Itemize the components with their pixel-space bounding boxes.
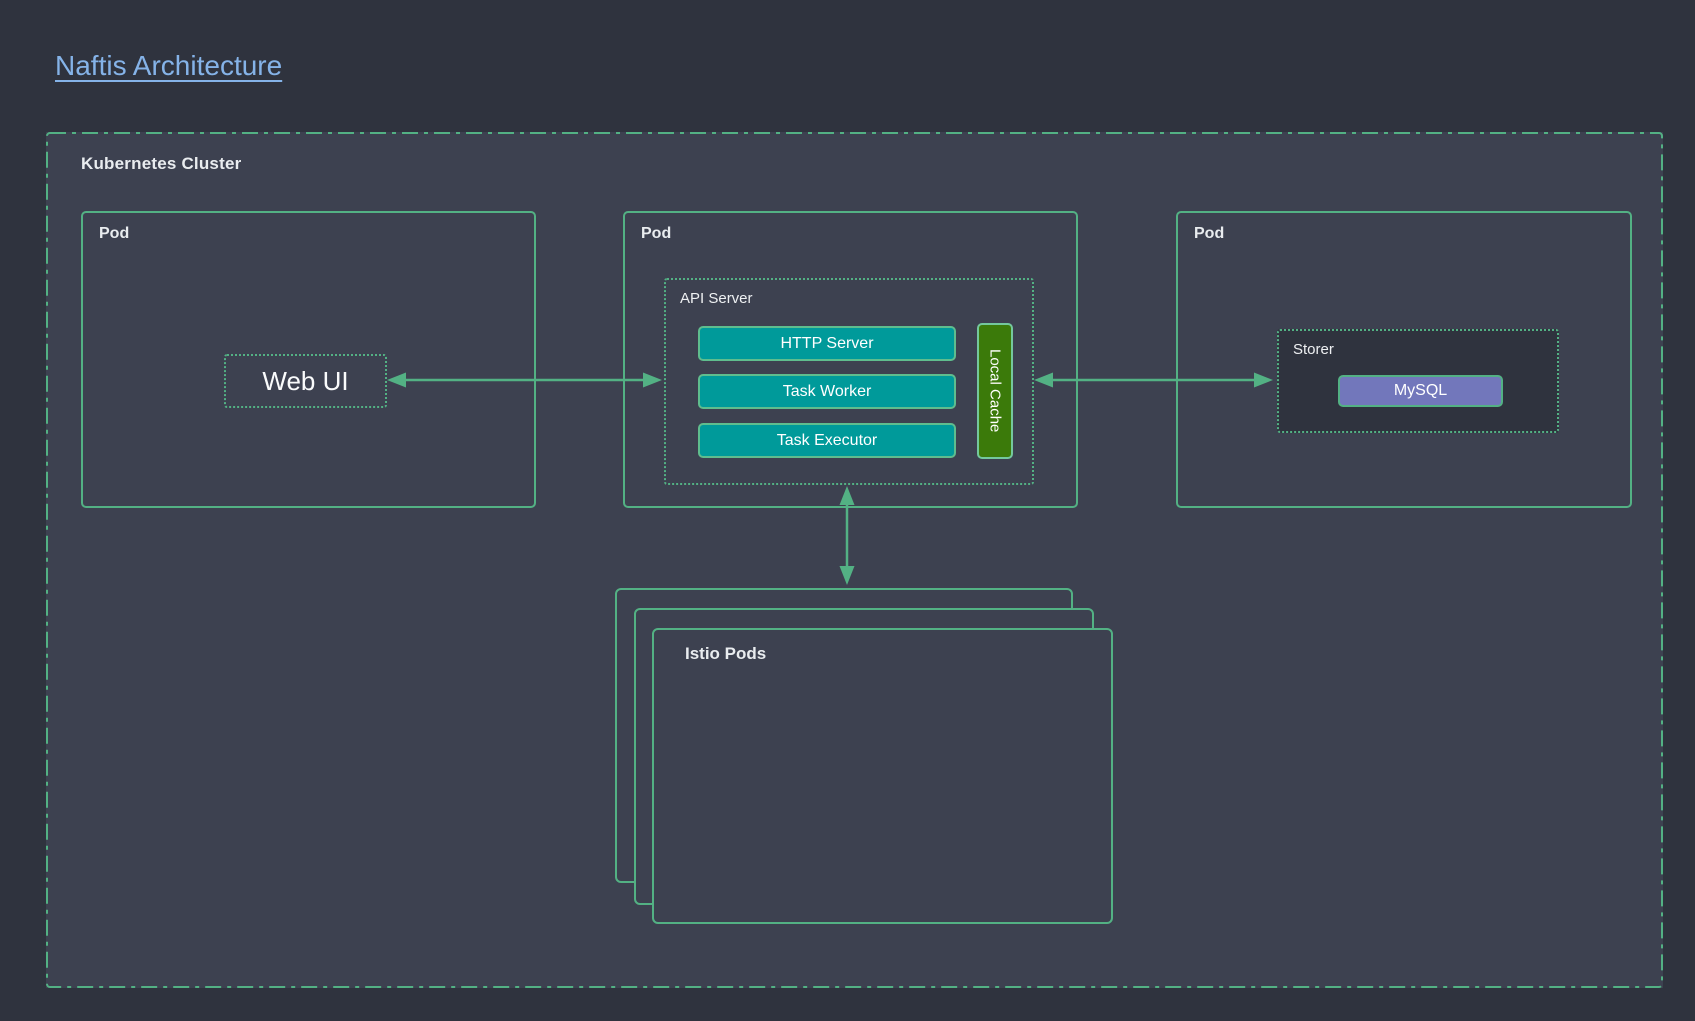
- mysql-node: MySQL: [1338, 375, 1503, 407]
- kubernetes-cluster-box: Kubernetes Cluster Pod Web UI Pod API Se…: [46, 132, 1663, 988]
- storer-label: Storer: [1293, 341, 1334, 358]
- task-executor-node: Task Executor: [698, 423, 956, 458]
- http-server-node: HTTP Server: [698, 326, 956, 361]
- cluster-label: Kubernetes Cluster: [81, 154, 242, 173]
- pod-label: Pod: [99, 225, 130, 242]
- api-server-group: API Server HTTP Server Task Worker Task …: [664, 278, 1034, 485]
- istio-pod-box-front: Istio Pods: [652, 628, 1113, 924]
- api-server-label: API Server: [680, 290, 753, 307]
- storer-group: Storer MySQL: [1277, 329, 1559, 433]
- task-worker-node: Task Worker: [698, 374, 956, 409]
- istio-pods-label: Istio Pods: [685, 644, 767, 663]
- pod-label: Pod: [641, 225, 672, 242]
- pod-box-webui: Pod Web UI: [81, 211, 536, 508]
- pod-label: Pod: [1194, 225, 1225, 242]
- pod-box-apiserver: Pod API Server HTTP Server Task Worker T…: [623, 211, 1078, 508]
- pod-box-storer: Pod Storer MySQL: [1176, 211, 1632, 508]
- local-cache-node: Local Cache: [977, 323, 1013, 459]
- webui-node: Web UI: [224, 354, 387, 408]
- diagram-title-link[interactable]: Naftis Architecture: [55, 50, 283, 81]
